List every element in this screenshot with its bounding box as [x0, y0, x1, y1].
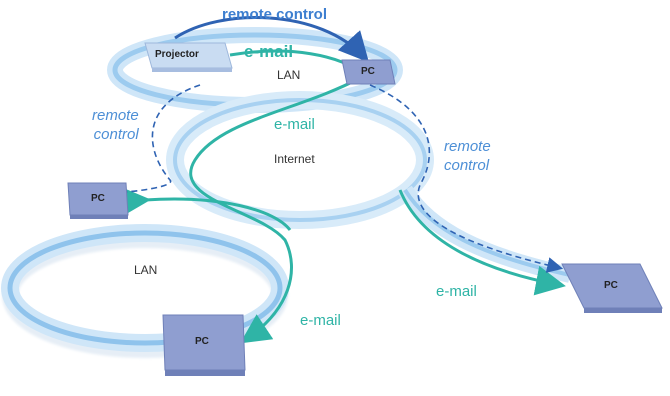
remote-control-left-label: remote control	[92, 107, 139, 143]
internet-ring-core	[173, 98, 427, 222]
remote-control-top-label: remote control	[222, 6, 328, 23]
pc-top-right-label: PC	[361, 66, 375, 77]
pc-left-label: PC	[91, 193, 105, 204]
email-top-label: e-mail	[244, 42, 294, 61]
pc-right-node-edge	[584, 308, 662, 313]
email-mid-label: e-mail	[274, 116, 315, 133]
lan-bottom-ring-core	[7, 230, 283, 346]
email-to-pc-left-line	[120, 186, 292, 231]
email-to-pc-bottom-line	[189, 76, 361, 344]
pc-bottom-label: PC	[195, 336, 209, 347]
pc-top-right-node	[341, 59, 396, 85]
remote-control-top-arrow	[174, 16, 370, 63]
internet-label: Internet	[274, 152, 315, 166]
remote-control-right-label: remote control	[444, 138, 491, 174]
email-bottom-left-label: e-mail	[300, 312, 341, 329]
lan-bottom-label: LAN	[134, 263, 158, 277]
projector-label: Projector	[155, 49, 199, 60]
email-bottom-right-label: e-mail	[436, 283, 477, 300]
remote-control-right-dashed	[369, 84, 564, 273]
lan-top-label: LAN	[277, 68, 301, 82]
pc-left-node-edge	[70, 215, 128, 219]
pc-bottom-node-edge	[165, 370, 245, 376]
remote-control-left-dashed	[124, 84, 201, 193]
projector-node-edge	[152, 68, 232, 72]
email-to-pc-right-line	[398, 189, 566, 296]
pc-right-label: PC	[604, 280, 618, 291]
